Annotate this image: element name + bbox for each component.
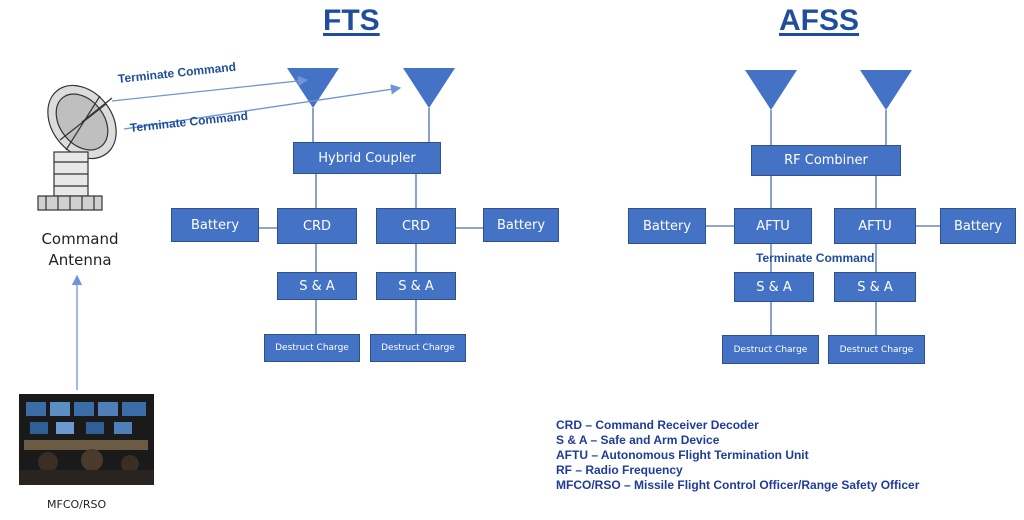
fts-destruct-left: Destruct Charge [264,334,360,362]
legend-item: CRD – Command Receiver Decoder [556,418,759,432]
afss-aftu-left: AFTU [734,208,812,244]
afss-antenna-right [860,70,912,110]
fts-battery-left: Battery [171,208,259,242]
fts-battery-right: Battery [483,208,559,242]
fts-destruct-right: Destruct Charge [370,334,466,362]
hybrid-coupler-box: Hybrid Coupler [293,142,441,174]
fts-crd-right: CRD [376,208,456,244]
afss-sa-left: S & A [734,272,814,302]
command-antenna-label: Command Antenna [38,229,122,271]
afss-destruct-right: Destruct Charge [828,335,925,364]
afss-aftu-right: AFTU [834,208,916,244]
fts-antenna-right [403,68,455,108]
fts-title: FTS [323,4,380,37]
abbreviation-legend: CRD – Command Receiver Decoder S & A – S… [556,418,919,493]
legend-item: RF – Radio Frequency [556,463,683,477]
legend-item: S & A – Safe and Arm Device [556,433,720,447]
afss-title: AFSS [779,4,860,37]
fts-crd-left: CRD [277,208,357,244]
fts-antenna-left [287,68,339,108]
fts-sa-left: S & A [277,272,357,300]
afss-battery-left: Battery [628,208,706,244]
afss-terminate-command: Terminate Command [756,251,875,265]
command-arrow-lower [123,84,402,130]
command-antenna-line1: Command [41,230,119,248]
command-arrow-upper [111,75,309,102]
afss-battery-right: Battery [940,208,1016,244]
fts-sa-right: S & A [376,272,456,300]
afss-sa-right: S & A [834,272,916,302]
satellite-dish-icon [37,84,117,211]
legend-item: AFTU – Autonomous Flight Termination Uni… [556,448,809,462]
afss-destruct-left: Destruct Charge [722,335,819,364]
control-room-image [19,394,154,485]
rf-combiner-box: RF Combiner [751,145,901,176]
legend-item: MFCO/RSO – Missile Flight Control Office… [556,478,920,492]
operator-label: MFCO/RSO [47,498,107,511]
command-antenna-line2: Antenna [48,251,112,269]
afss-antenna-left [745,70,797,110]
